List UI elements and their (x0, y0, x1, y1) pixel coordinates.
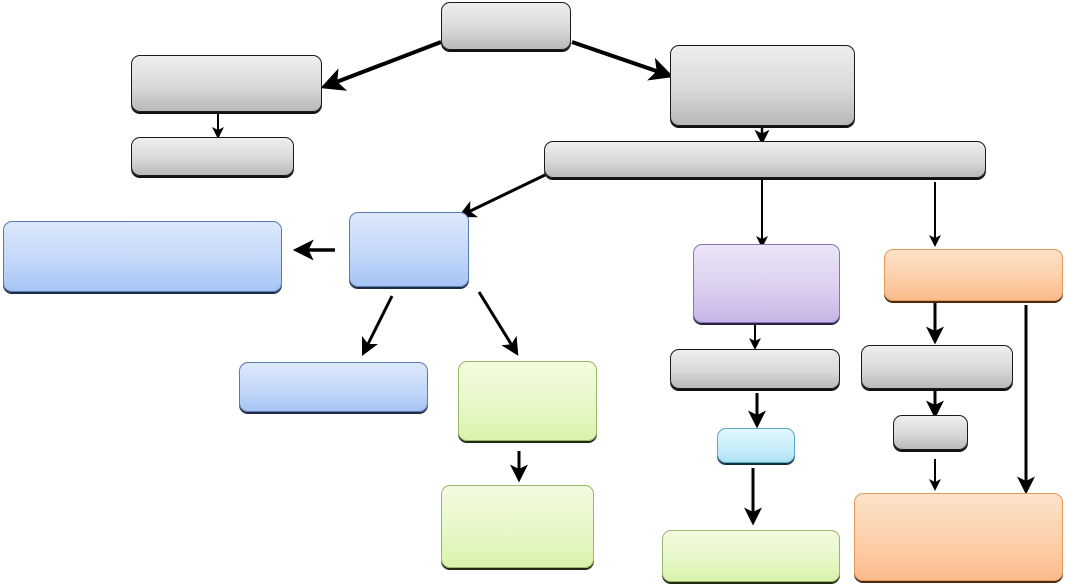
node-left-b[interactable] (131, 137, 294, 176)
node-orange-top[interactable] (884, 249, 1063, 301)
node-bar-label (545, 142, 985, 177)
node-root-label (442, 3, 570, 49)
edge-bar-to-blue-hub (457, 173, 546, 218)
node-green-c-label (663, 531, 839, 581)
node-gray-r1-label (862, 346, 1012, 388)
node-green-c[interactable] (662, 530, 840, 582)
node-blue-wide[interactable] (3, 221, 282, 292)
node-green-b[interactable] (441, 485, 594, 568)
edge-root-to-right-a (571, 40, 674, 81)
edge-root-to-left-a (320, 40, 442, 91)
node-left-a[interactable] (131, 55, 322, 112)
node-gray-r2[interactable] (893, 415, 968, 450)
node-cyan[interactable] (717, 428, 795, 463)
node-bar[interactable] (544, 141, 986, 178)
node-blue-hub-label (350, 213, 468, 286)
node-green-a-label (459, 362, 596, 440)
node-blue-wide-label (4, 222, 281, 291)
node-right-a-label (671, 46, 854, 125)
node-green-a[interactable] (458, 361, 597, 441)
node-orange-big[interactable] (854, 493, 1063, 581)
edge-blue-hub-to-blue-low (361, 295, 394, 357)
node-right-a[interactable] (670, 45, 855, 126)
node-gray-r1[interactable] (861, 345, 1013, 389)
node-orange-big-label (855, 494, 1062, 580)
edge-blue-hub-to-green-a (477, 291, 519, 356)
node-gray-r2-label (894, 416, 967, 449)
node-green-b-label (442, 486, 593, 567)
node-blue-low-label (240, 363, 427, 411)
node-blue-low[interactable] (239, 362, 428, 412)
node-gray-mid-label (671, 350, 839, 388)
node-left-b-label (132, 138, 293, 175)
node-left-a-label (132, 56, 321, 111)
node-purple-label (694, 245, 839, 322)
node-gray-mid[interactable] (670, 349, 840, 389)
node-blue-hub[interactable] (349, 212, 469, 287)
node-purple[interactable] (693, 244, 840, 323)
node-root[interactable] (441, 2, 571, 50)
node-cyan-label (718, 429, 794, 462)
node-orange-top-label (885, 250, 1062, 300)
